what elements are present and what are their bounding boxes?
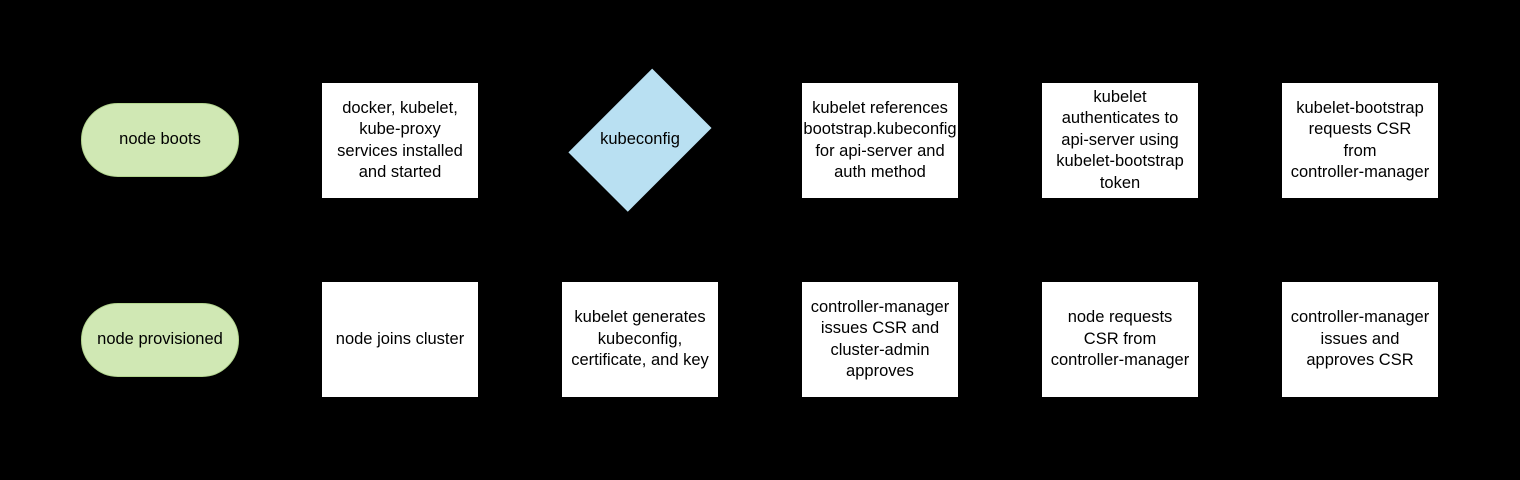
flow-node-kubelet-references-bootstrap[interactable]: kubelet references bootstrap.kubeconfig … — [801, 82, 959, 199]
flow-node-controller-manager-issues-csr[interactable]: controller-manager issues CSR and cluste… — [801, 281, 959, 398]
flow-node-kubelet-generates-kubeconfig[interactable]: kubelet generates kubeconfig, certificat… — [561, 281, 719, 398]
flow-node-label: node joins cluster — [335, 329, 465, 348]
flow-node-label: kubelet generates kubeconfig, certificat… — [571, 308, 709, 370]
flow-node-controller-manager-approves-csr[interactable]: controller-manager issues and approves C… — [1281, 281, 1439, 398]
flow-node-node-requests-csr[interactable]: node requests CSR from controller-manage… — [1041, 281, 1199, 398]
flow-node-kubeconfig[interactable]: kubeconfig — [561, 68, 719, 212]
flow-node-node-boots[interactable]: node boots — [81, 103, 239, 177]
flow-node-kubelet-bootstrap-requests-csr[interactable]: kubelet-bootstrap requests CSR from cont… — [1281, 82, 1439, 199]
flow-node-node-provisioned[interactable]: node provisioned — [81, 303, 239, 377]
flow-node-label: controller-manager issues CSR and cluste… — [810, 297, 950, 381]
flow-node-kubelet-authenticates[interactable]: kubelet authenticates to api-server usin… — [1041, 82, 1199, 199]
flow-node-label: docker, kubelet, kube-proxy services ins… — [337, 98, 463, 182]
flow-node-label: node requests CSR from controller-manage… — [1050, 308, 1190, 370]
flow-node-label: kubelet authenticates to api-server usin… — [1056, 87, 1184, 192]
flow-node-label: kubelet references bootstrap.kubeconfig … — [803, 98, 957, 182]
flow-node-label: node provisioned — [97, 330, 223, 349]
flow-node-label: node boots — [119, 130, 201, 149]
flow-node-label: kubeconfig — [600, 130, 680, 149]
flow-node-label: controller-manager issues and approves C… — [1290, 308, 1430, 370]
flow-node-services-installed[interactable]: docker, kubelet, kube-proxy services ins… — [321, 82, 479, 199]
flow-node-label: kubelet-bootstrap requests CSR from cont… — [1290, 98, 1430, 182]
flow-node-node-joins-cluster[interactable]: node joins cluster — [321, 281, 479, 398]
